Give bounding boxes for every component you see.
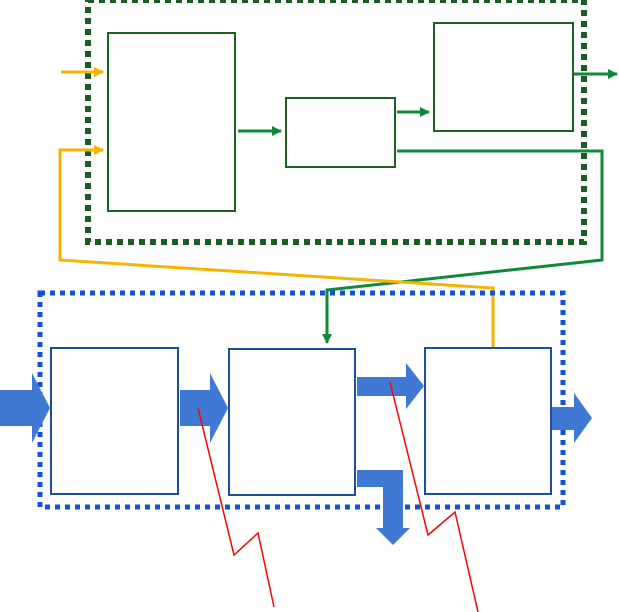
bottom-box-2 [228, 348, 356, 496]
top-middle-box [285, 97, 396, 168]
red-callout-right [389, 381, 479, 612]
top-right-box [433, 22, 574, 132]
blue-down-arrow [357, 470, 410, 545]
bottom-group-container [37, 290, 566, 510]
top-group-container [85, 0, 587, 245]
top-left-box [107, 32, 236, 212]
blue-input-arrow [0, 373, 50, 443]
yellow-feedback-path [58, 145, 495, 348]
blue-output-arrow [552, 393, 592, 443]
green-feedback-path [322, 149, 604, 344]
red-callout-left [197, 407, 275, 608]
bottom-box-3 [424, 347, 552, 495]
blue-arrow-1-to-2 [180, 373, 228, 443]
bottom-box-1 [50, 347, 179, 495]
